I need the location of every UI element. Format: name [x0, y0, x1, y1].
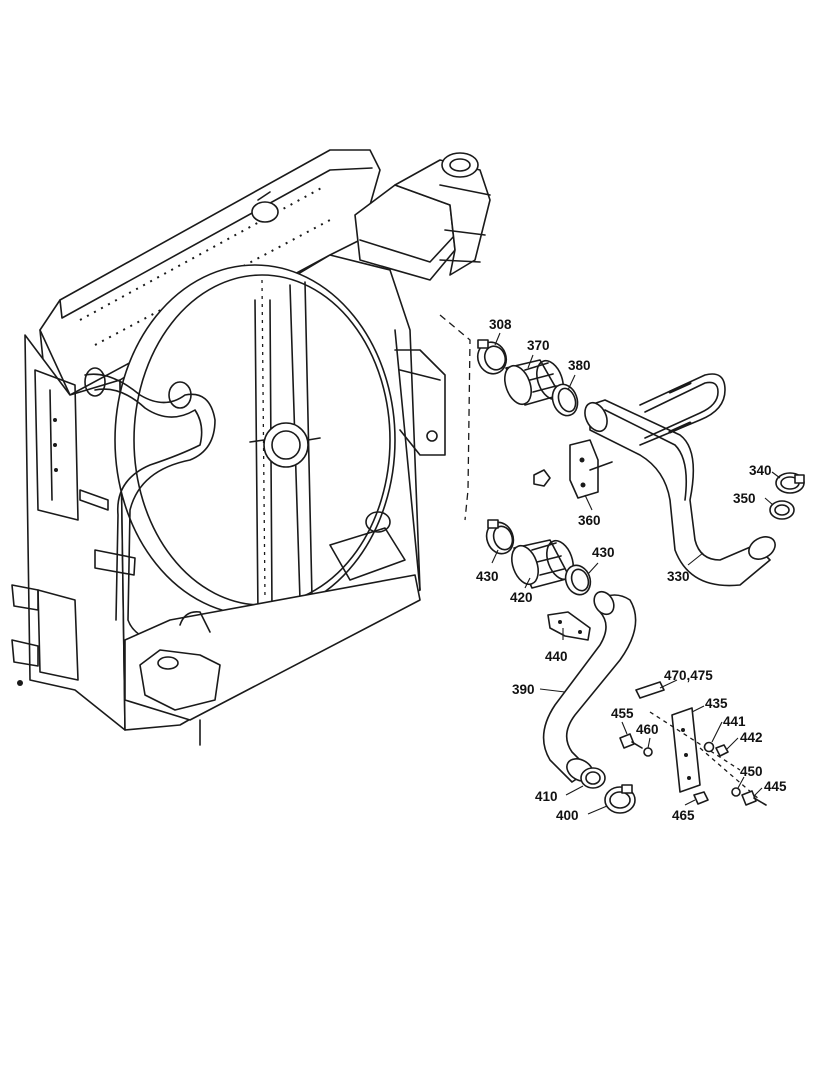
- callout-430-right: 430: [592, 545, 615, 560]
- callout-360: 360: [578, 513, 601, 528]
- callout-410: 410: [535, 789, 558, 804]
- callout-445: 445: [764, 779, 787, 794]
- callout-400: 400: [556, 808, 579, 823]
- callout-420: 420: [510, 590, 533, 605]
- callout-450: 450: [740, 764, 763, 779]
- clamp-430-right: [564, 564, 592, 596]
- nut-465: [693, 791, 709, 805]
- callout-labels: 308 370 380 340 350 360 330 430 420 430 …: [476, 317, 787, 823]
- hose-connector-370: [504, 359, 564, 406]
- u-bolt: [639, 373, 726, 446]
- callout-308: 308: [489, 317, 512, 332]
- ring-410: [580, 767, 606, 789]
- clamp-400: [604, 784, 636, 814]
- tube-330: [584, 399, 776, 587]
- callout-441: 441: [723, 714, 746, 729]
- callout-330: 330: [667, 569, 690, 584]
- radiator-base: [124, 574, 421, 721]
- callout-435: 435: [705, 696, 728, 711]
- clamp-380: [551, 383, 579, 417]
- callout-390: 390: [512, 682, 535, 697]
- callout-442: 442: [740, 730, 763, 745]
- bolt-455: [619, 733, 643, 749]
- callout-370: 370: [527, 338, 550, 353]
- clamp-430-left: [485, 519, 515, 555]
- air-cleaner: [251, 152, 491, 281]
- callout-350: 350: [733, 491, 756, 506]
- washer-460: [643, 747, 653, 757]
- radiator-assembly: [11, 149, 446, 746]
- bracket-440: [547, 611, 591, 641]
- callout-380: 380: [568, 358, 591, 373]
- bracket-360: [533, 439, 613, 499]
- clamp-308: [476, 339, 508, 375]
- washer-441: [703, 741, 715, 753]
- clamp-340: [775, 472, 805, 494]
- callout-470-475: 470,475: [664, 668, 713, 683]
- callout-440: 440: [545, 649, 568, 664]
- washer-450: [731, 787, 741, 797]
- nut-442: [715, 744, 729, 757]
- coolant-hose-left: [84, 373, 216, 651]
- callout-465: 465: [672, 808, 695, 823]
- callout-460: 460: [636, 722, 659, 737]
- leader-lines: [491, 332, 781, 815]
- callout-455: 455: [611, 706, 634, 721]
- bolt-445: [741, 790, 767, 806]
- plate-435: [671, 707, 701, 793]
- routing-line: [439, 314, 471, 521]
- fan-hub: [263, 422, 309, 468]
- callout-430-left: 430: [476, 569, 499, 584]
- callout-340: 340: [749, 463, 772, 478]
- sleeve-470: [635, 681, 665, 699]
- hose-390: [542, 590, 637, 783]
- ring-350: [769, 500, 795, 520]
